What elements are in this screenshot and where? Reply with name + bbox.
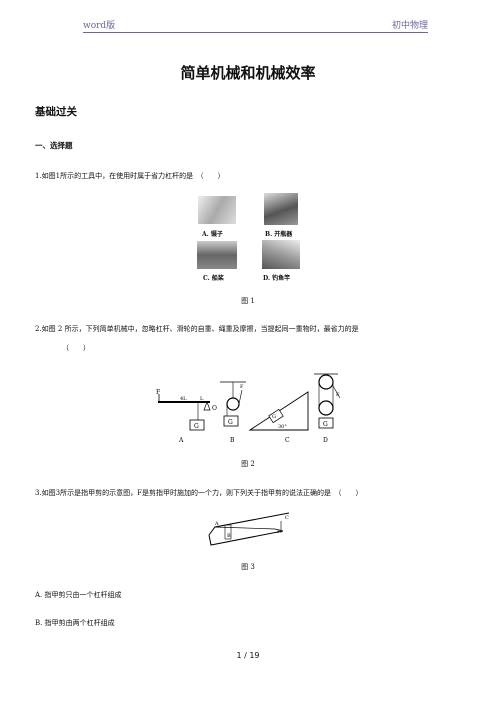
figure-3-nail-clipper: C A B F — [208, 512, 290, 546]
svg-text:G: G — [194, 423, 199, 430]
svg-text:L: L — [200, 396, 204, 402]
question-2-line-2: （ ） — [62, 344, 90, 352]
oar-photo — [197, 241, 237, 269]
svg-text:F: F — [336, 392, 340, 398]
header-left: word版 — [83, 21, 116, 31]
q3-option-b: B. 指甲剪由两个杠杆组成 — [35, 619, 115, 627]
bottle-opener-photo — [264, 193, 298, 225]
q3-option-a: A. 指甲剪只由一个杠杆组成 — [35, 591, 122, 599]
figure-3-caption: 图 3 — [241, 563, 255, 571]
header-right: 初中物理 — [391, 21, 428, 31]
fig2-label-a: A — [178, 437, 184, 444]
svg-text:G: G — [323, 421, 328, 428]
figure-2-caption: 图 2 — [241, 460, 255, 468]
q1-opt-c: C. 船桨 — [203, 275, 224, 282]
fig2-label-c: C — [285, 437, 290, 444]
svg-text:C: C — [285, 515, 289, 521]
q1-opt-b: B. 开瓶器 — [265, 231, 293, 238]
svg-text:F: F — [277, 529, 281, 535]
svg-text:G: G — [228, 419, 233, 426]
svg-text:O: O — [212, 405, 217, 412]
question-2-line-1: 2.如图 2 所示，下列简单机械中，忽略杠杆、滑轮的自重、绳重及摩擦，当提起同一… — [35, 325, 359, 333]
page-header: word版 初中物理 — [83, 18, 428, 33]
svg-text:F: F — [156, 389, 160, 396]
q1-opt-a: A. 镊子 — [202, 231, 223, 238]
doc-title: 简单机械和机械效率 — [180, 64, 316, 82]
svg-text:G: G — [272, 414, 276, 420]
svg-text:A: A — [214, 521, 219, 527]
fig2-label-d: D — [323, 437, 328, 444]
page-number: 1 / 19 — [236, 651, 260, 660]
svg-text:30°: 30° — [278, 424, 287, 430]
tweezers-photo — [198, 196, 236, 224]
question-3: 3.如图3所示是指甲剪的示意图，F是剪指甲时施加的一个力，则下列关于指甲剪的说法… — [35, 489, 363, 497]
figure-1-caption: 图 1 — [241, 297, 255, 305]
section-heading: 基础过关 — [35, 106, 77, 118]
fig2-label-b: B — [230, 437, 235, 444]
fishing-rod-photo — [262, 240, 300, 269]
svg-text:4L: 4L — [180, 396, 187, 402]
svg-text:B: B — [227, 533, 231, 539]
svg-text:F: F — [240, 384, 244, 390]
figure-2-diagram: F 4L L O G F G G 30° F G A B C D — [156, 373, 341, 444]
subsection-heading: 一、选择题 — [35, 141, 73, 150]
q1-opt-d: D. 钓鱼竿 — [263, 275, 291, 282]
question-1: 1.如图1所示的工具中，在使用时属于省力杠杆的是 （ ） — [35, 172, 225, 180]
